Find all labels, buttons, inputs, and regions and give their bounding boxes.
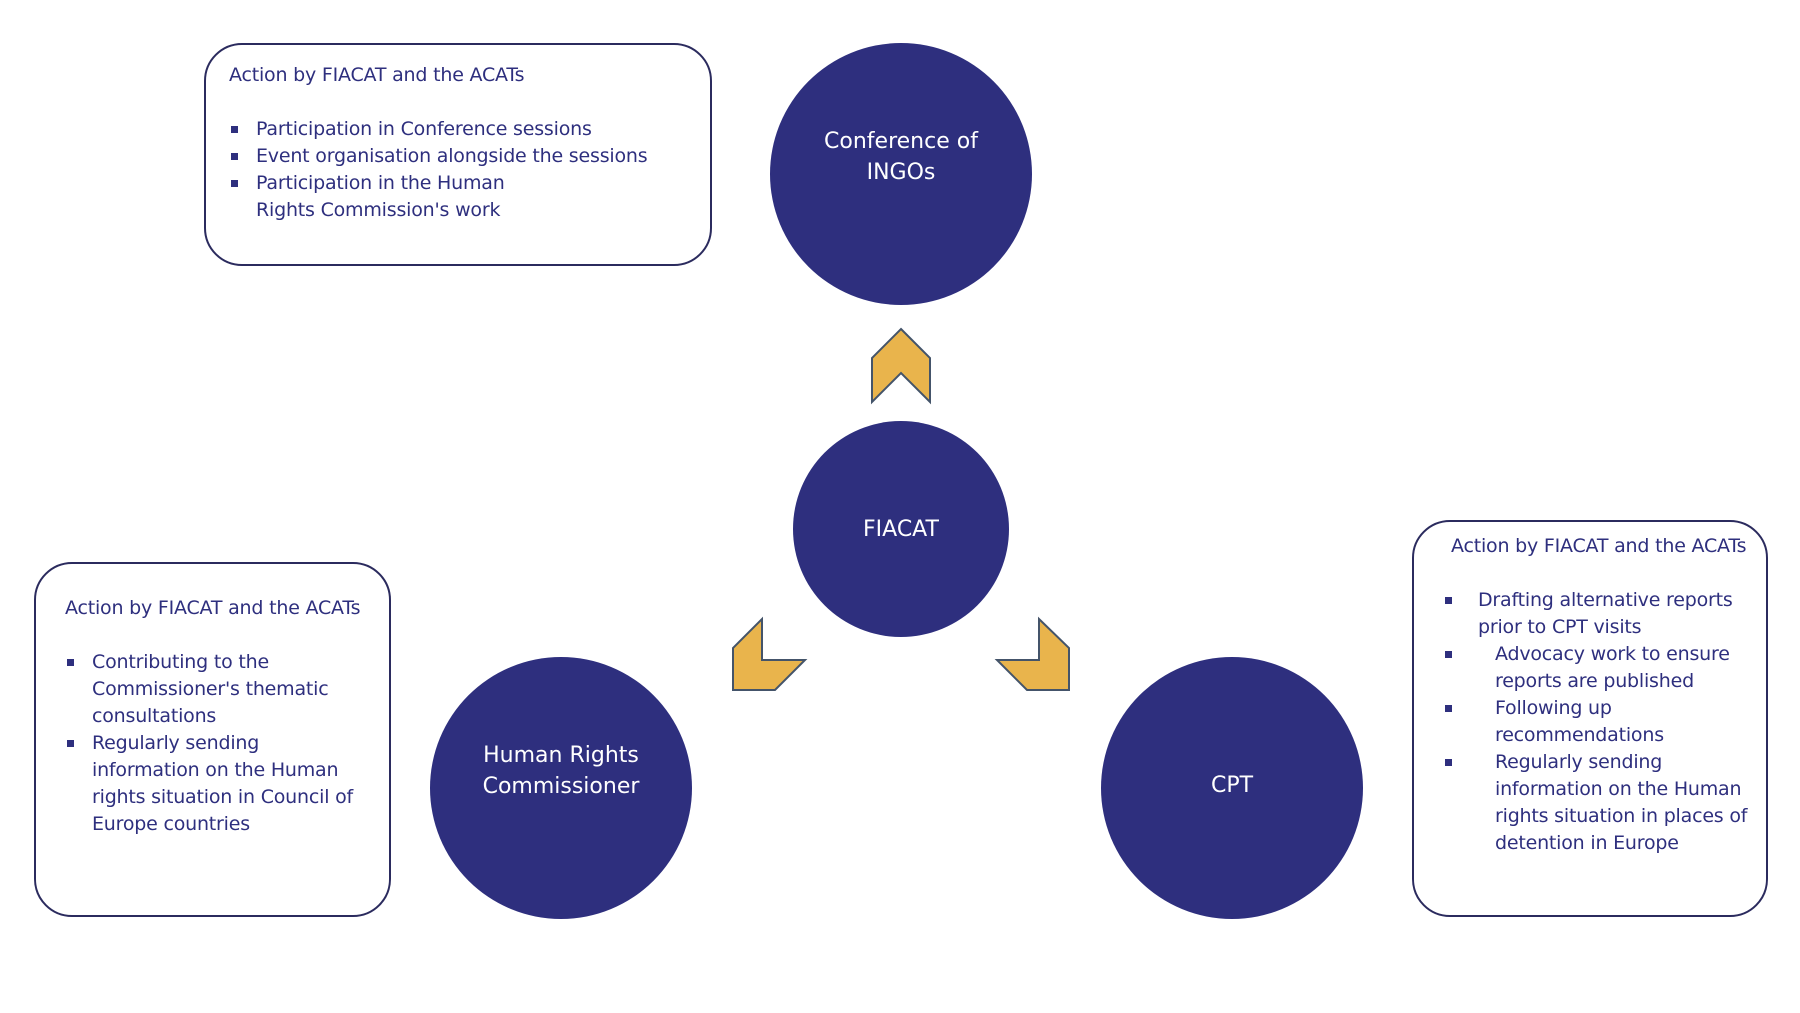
list-item-text: Participation in Conference sessions <box>256 118 592 140</box>
list-item-text: Contributing to the Commissioner's thema… <box>92 651 329 727</box>
chevron-up-icon <box>871 327 931 405</box>
list-item: Drafting alternative reports prior to CP… <box>1445 587 1745 641</box>
cpt-actions-list: Drafting alternative reports prior to CP… <box>1445 587 1747 857</box>
square-bullet-icon <box>1445 651 1452 658</box>
list-item: Advocacy work to ensure reports are publ… <box>1445 641 1745 695</box>
ingos-node-label: Conference of INGOs <box>824 129 978 185</box>
chevron-down-left-icon <box>732 616 808 691</box>
ingos-actions-list: Participation in Conference sessions Eve… <box>231 116 691 224</box>
hrc-node: Human Rights Commissioner <box>430 657 692 919</box>
list-item-text: Advocacy work to ensure reports are publ… <box>1495 643 1730 692</box>
cpt-actions-box: Action by FIACAT and the ACATs Drafting … <box>1412 520 1768 917</box>
list-item: Regularly sending information on the Hum… <box>1445 749 1747 857</box>
hrc-node-label: Human Rights Commissioner <box>482 743 640 799</box>
cpt-node-label: CPT <box>1210 772 1254 798</box>
ingos-actions-title: Action by FIACAT and the ACATs <box>229 64 525 86</box>
list-item-text: Regularly sending information on the Hum… <box>1495 751 1748 854</box>
list-item-text: Following up recommendations <box>1495 697 1664 746</box>
list-item-text: Regularly sending information on the Hum… <box>92 732 354 835</box>
square-bullet-icon <box>1445 597 1452 604</box>
square-bullet-icon <box>67 740 74 747</box>
chevron-down-right-icon <box>994 616 1070 691</box>
list-item: Participation in Conference sessions <box>231 116 691 143</box>
cpt-actions-title: Action by FIACAT and the ACATs <box>1451 535 1747 557</box>
list-item-text: Event organisation alongside the session… <box>256 145 648 167</box>
ingos-actions-box: Action by FIACAT and the ACATs Participa… <box>204 43 712 266</box>
square-bullet-icon <box>231 126 238 133</box>
cpt-node: CPT <box>1101 657 1363 919</box>
hrc-actions-box: Action by FIACAT and the ACATs Contribut… <box>34 562 391 917</box>
square-bullet-icon <box>231 180 238 187</box>
list-item-text: Drafting alternative reports prior to CP… <box>1478 589 1733 638</box>
list-item: Following up recommendations <box>1445 695 1745 749</box>
list-item: Contributing to the Commissioner's thema… <box>67 649 367 730</box>
square-bullet-icon <box>231 153 238 160</box>
square-bullet-icon <box>1445 759 1452 766</box>
list-item: Event organisation alongside the session… <box>231 143 691 170</box>
square-bullet-icon <box>1445 705 1452 712</box>
ingos-node: Conference of INGOs <box>770 43 1032 305</box>
list-item: Participation in the Human Rights Commis… <box>231 170 691 224</box>
fiacat-center-node: FIACAT <box>793 421 1009 637</box>
list-item: Regularly sending information on the Hum… <box>67 730 367 838</box>
hrc-actions-list: Contributing to the Commissioner's thema… <box>67 649 367 838</box>
list-item-text: Participation in the Human Rights Commis… <box>256 172 505 221</box>
fiacat-node-label: FIACAT <box>863 516 939 542</box>
square-bullet-icon <box>67 659 74 666</box>
hrc-actions-title: Action by FIACAT and the ACATs <box>65 597 361 619</box>
